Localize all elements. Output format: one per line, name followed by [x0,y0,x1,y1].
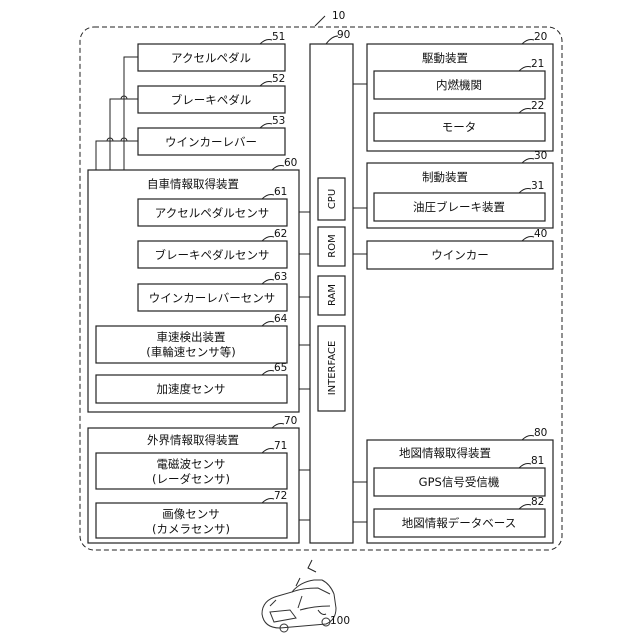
speed-detector-label-1: 車速検出装置 [157,330,226,344]
braking-ref: 30 [534,150,547,162]
ecu-block: 90 CPU ROM RAM INTERFACE [310,29,353,543]
vehicle-illustration: 100 [262,560,350,632]
engine-label: 内燃機関 [436,78,482,92]
drive-ref: 20 [534,31,547,43]
drive-title: 駆動装置 [422,51,468,65]
motor-label: モータ [442,120,477,134]
turn-lever-block: ウインカーレバー 53 [138,115,285,155]
lever-sensor-ref: 63 [274,271,287,283]
braking-title: 制動装置 [422,170,468,184]
vehicle-ref-leader [318,610,326,615]
ram-label: RAM [327,284,338,306]
system-ref-leader [315,16,325,26]
map-info-title: 地図情報取得装置 [399,446,491,460]
speed-detector-label-2: (車輪速センサ等) [146,345,235,359]
speed-detector-ref: 64 [274,313,288,325]
brake-sensor-label: ブレーキペダルセンサ [155,248,270,262]
cpu-label: CPU [327,189,338,209]
drive-group: 駆動装置 20 内燃機関 21 モータ 22 [367,31,553,151]
ecu-ref: 90 [337,29,350,41]
interface-label: INTERFACE [327,341,338,396]
vehicle-info-title: 自車情報取得装置 [147,177,239,191]
radar-label-1: 電磁波センサ [157,457,226,471]
camera-label-2: (カメラセンサ) [152,522,230,536]
map-info-ref: 80 [534,427,547,439]
radar-ref: 71 [274,440,287,452]
gps-label: GPS信号受信機 [419,475,500,489]
radar-label-2: (レーダセンサ) [152,472,230,486]
external-info-group: 外界情報取得装置 70 電磁波センサ (レーダセンサ) 71 画像センサ (カメ… [88,415,299,543]
vehicle-leader-top [308,560,316,572]
motor-ref: 22 [531,100,544,112]
accel-g-sensor-ref: 65 [274,362,287,374]
accel-g-sensor-label: 加速度センサ [157,382,226,396]
accel-sensor-label: アクセルペダルセンサ [155,206,269,220]
brake-pedal-block: ブレーキペダル 52 [138,73,285,113]
turn-lever-ref: 53 [272,115,285,127]
map-db-ref: 82 [531,496,544,508]
engine-ref: 21 [531,58,544,70]
accel-pedal-block: アクセルペダル 51 [138,31,285,71]
system-ref-label: 10 [332,10,345,22]
map-db-label: 地図情報データベース [402,516,516,530]
turn-signal-ref: 40 [534,228,547,240]
car-icon [262,580,336,632]
accel-sensor-ref: 61 [274,186,287,198]
vehicle-info-ref: 60 [284,157,297,169]
braking-group: 制動装置 30 油圧ブレーキ装置 31 [367,150,553,228]
accel-pedal-label: アクセルペダル [171,51,251,65]
brake-pedal-ref: 52 [272,73,285,85]
lever-sensor-label: ウインカーレバーセンサ [149,291,276,305]
external-info-title: 外界情報取得装置 [147,433,239,447]
rom-label: ROM [327,234,338,257]
turn-lever-label: ウインカーレバー [165,135,257,149]
external-info-ref: 70 [284,415,297,427]
turn-signal-label: ウインカー [431,248,489,262]
vehicle-ref: 100 [330,615,350,627]
hydraulic-label: 油圧ブレーキ装置 [413,200,505,214]
accel-pedal-ref: 51 [272,31,285,43]
turn-signal-block: ウインカー 40 [367,228,553,269]
vehicle-info-group: 自車情報取得装置 60 アクセルペダルセンサ 61 ブレーキペダルセンサ 62 … [88,157,299,412]
map-info-group: 地図情報取得装置 80 GPS信号受信機 81 地図情報データベース 82 [367,427,553,543]
gps-ref: 81 [531,455,544,467]
hydraulic-ref: 31 [531,180,544,192]
brake-pedal-label: ブレーキペダル [171,93,252,107]
camera-ref: 72 [274,490,287,502]
camera-label-1: 画像センサ [162,507,220,521]
brake-sensor-ref: 62 [274,228,287,240]
